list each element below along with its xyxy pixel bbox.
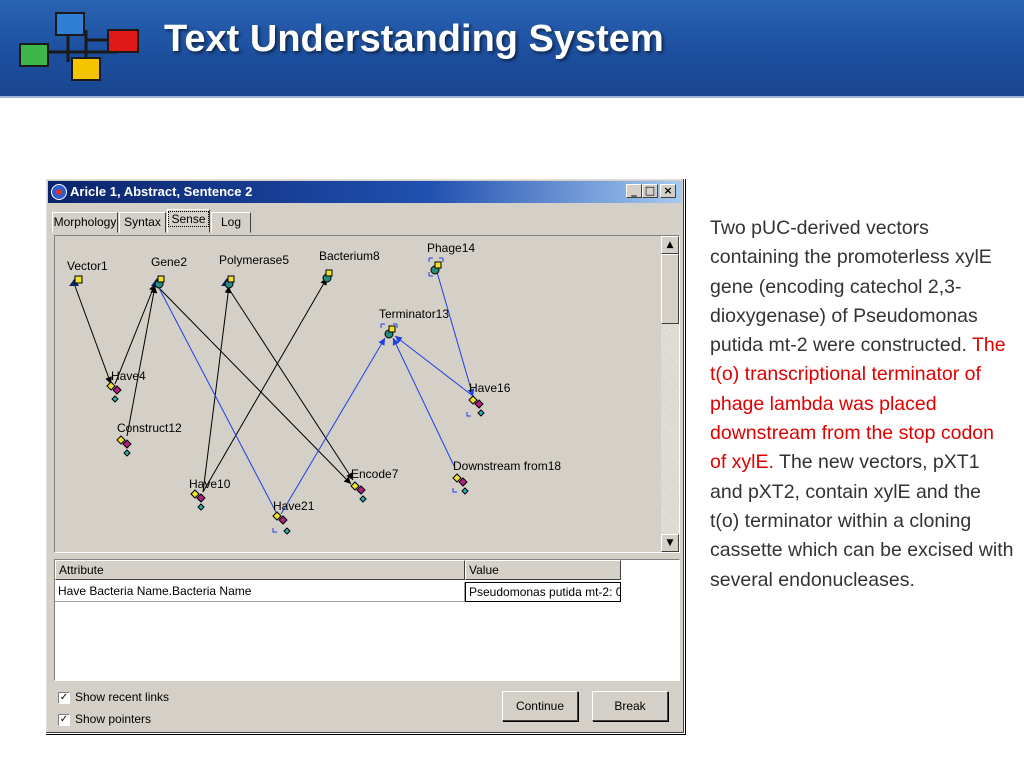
scroll-up-icon[interactable]: ▲	[661, 236, 679, 254]
show-recent-links-checkbox[interactable]: ✓	[58, 691, 70, 704]
slide-title: Text Understanding System	[164, 18, 664, 60]
scroll-down-icon[interactable]: ▼	[661, 534, 679, 552]
minimize-button[interactable]: _	[626, 184, 642, 198]
node-label: Gene2	[151, 255, 187, 269]
analysis-window: Aricle 1, Abstract, Sentence 2 _ □ × Mor…	[45, 178, 685, 734]
value-cell[interactable]: Pseudomonas putida mt-2: 0	[465, 582, 621, 602]
break-button[interactable]: Break	[592, 691, 668, 721]
graph-node-vector1[interactable]: Vector1	[67, 259, 108, 286]
continue-button[interactable]: Continue	[502, 691, 578, 721]
sense-graph-panel: Vector1 Gene2 Polymerase5 Bacterium8	[54, 235, 680, 553]
highlighted-period: .	[768, 451, 774, 474]
graph-node-downstream18[interactable]: Downstream from18	[452, 459, 561, 495]
attribute-cell[interactable]: Have Bacteria Name.Bacteria Name	[55, 582, 465, 602]
scroll-thumb[interactable]	[661, 254, 679, 324]
close-button[interactable]: ×	[660, 184, 676, 198]
graph-node-phage14[interactable]: Phage14	[427, 241, 475, 277]
node-label: Bacterium8	[319, 249, 380, 263]
sense-graph[interactable]: Vector1 Gene2 Polymerase5 Bacterium8	[55, 236, 661, 552]
column-header-value[interactable]: Value	[465, 560, 621, 580]
tab-label: Morphology	[53, 215, 117, 229]
highlighted-sentence: The t(o) transcriptional terminator of p…	[710, 334, 1006, 474]
node-label: Downstream from18	[453, 459, 561, 473]
sentence-description: Two pUC-derived vectors containing the p…	[710, 214, 1015, 595]
node-label: Phage14	[427, 241, 475, 255]
show-pointers-option[interactable]: ✓ Show pointers	[58, 711, 151, 729]
graph-node-have4[interactable]: Have4	[106, 369, 146, 403]
window-title: Aricle 1, Abstract, Sentence 2	[70, 184, 253, 199]
node-label: Encode7	[351, 467, 399, 481]
column-header-attribute[interactable]: Attribute	[55, 560, 465, 580]
graph-node-have10[interactable]: Have10	[189, 477, 231, 511]
graph-node-have21[interactable]: Have21	[272, 499, 315, 535]
window-titlebar[interactable]: Aricle 1, Abstract, Sentence 2 _ □ ×	[48, 181, 682, 203]
tab-label: Sense	[168, 211, 209, 227]
graph-node-terminator13[interactable]: Terminator13	[379, 307, 449, 339]
tab-syntax[interactable]: Syntax	[119, 212, 166, 233]
show-pointers-checkbox[interactable]: ✓	[58, 713, 70, 726]
relation-edges	[74, 277, 354, 493]
pointer-edges	[158, 271, 475, 515]
node-label: Construct12	[117, 421, 182, 435]
tab-sense[interactable]: Sense	[167, 209, 210, 233]
graph-node-gene2[interactable]: Gene2	[151, 255, 187, 289]
node-label: Have16	[469, 381, 511, 395]
tab-log[interactable]: Log	[211, 212, 251, 233]
node-label: Vector1	[67, 259, 108, 273]
node-label: Polymerase5	[219, 253, 289, 267]
graph-node-polymerase5[interactable]: Polymerase5	[219, 253, 289, 289]
description-text: Two pUC-derived vectors containing the p…	[710, 217, 992, 357]
attribute-table: Attribute Value Have Bacteria Name.Bacte…	[54, 559, 680, 681]
tab-morphology[interactable]: Morphology	[52, 212, 118, 233]
node-label: Have4	[111, 369, 146, 383]
app-icon	[51, 184, 67, 200]
graph-scrollbar[interactable]: ▲ ▼	[661, 236, 679, 552]
tab-label: Syntax	[124, 215, 161, 229]
graph-node-have16[interactable]: Have16	[466, 381, 511, 417]
graph-node-encode7[interactable]: Encode7	[350, 467, 399, 503]
graph-node-construct12[interactable]: Construct12	[116, 421, 182, 457]
checkbox-label: Show recent links	[75, 690, 170, 704]
tab-label: Log	[220, 215, 242, 229]
network-logo-icon	[19, 12, 139, 81]
slide-header: Text Understanding System	[0, 0, 1024, 98]
node-label: Have10	[189, 477, 231, 491]
description-text: The new vectors, pXT1 and pXT2, contain …	[710, 451, 1014, 591]
checkbox-label: Show pointers	[75, 712, 152, 726]
graph-node-bacterium8[interactable]: Bacterium8	[319, 249, 380, 283]
show-recent-links-option[interactable]: ✓ Show recent links	[58, 689, 169, 707]
node-label: Have21	[273, 499, 315, 513]
node-label: Terminator13	[379, 307, 449, 321]
maximize-button[interactable]: □	[642, 184, 658, 198]
